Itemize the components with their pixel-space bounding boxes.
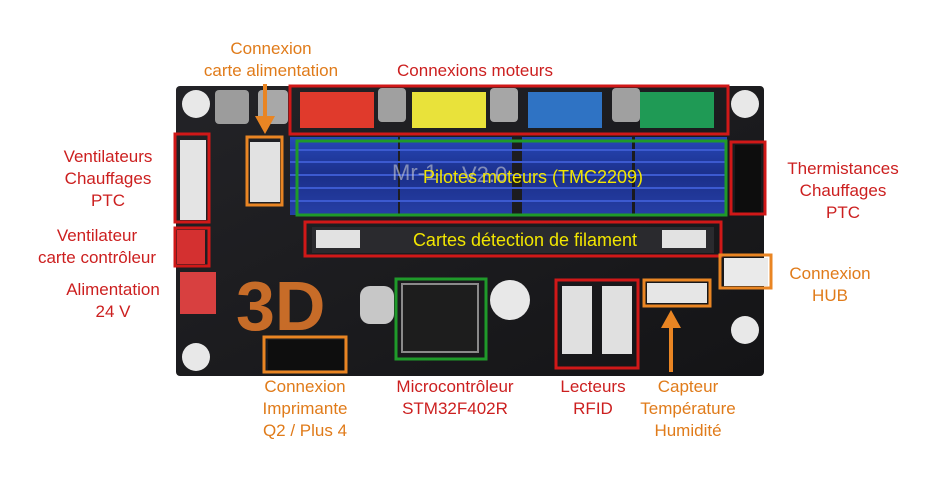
label-hub-line1: Connexion: [789, 264, 871, 283]
box-motor-connections: [288, 84, 730, 136]
label-thermistors-line2: Chauffages: [799, 181, 887, 200]
label-power-board: Connexion carte alimentation: [183, 38, 359, 82]
label-fans-heaters-line3: PTC: [91, 191, 125, 210]
label-controller-fan: Ventilateur carte contrôleur: [18, 225, 176, 269]
label-sensor: Capteur Température Humidité: [624, 376, 752, 442]
motor-connectors: [300, 92, 714, 128]
box-motor-drivers: [295, 139, 728, 217]
motor-connector-1: [300, 92, 374, 128]
label-rfid: Lecteurs RFID: [545, 376, 641, 420]
label-printer-line3: Q2 / Plus 4: [262, 421, 348, 440]
thermistor-header: [735, 145, 761, 213]
label-printer-line1: Connexion: [264, 377, 346, 396]
label-thermistors-line3: PTC: [826, 203, 860, 222]
motor-connector-2: [412, 92, 486, 128]
mcu-chip: [401, 283, 479, 353]
label-power-board-line2: carte alimentation: [203, 61, 339, 80]
label-mcu-line1: Microcontrôleur: [396, 377, 514, 396]
mounting-hole-tr: [731, 90, 759, 118]
label-fans-heaters: Ventilateurs Chauffages PTC: [40, 146, 176, 212]
label-filament: Cartes détection de filament: [412, 230, 638, 250]
box-sensor: [642, 278, 712, 308]
box-rfid: [554, 278, 640, 370]
label-power-supply-line1: Alimentation: [66, 280, 160, 299]
label-motors: Connexions moteurs: [370, 60, 580, 82]
mounting-hole-tl: [182, 90, 210, 118]
label-rfid-line1: Lecteurs: [560, 377, 626, 396]
box-fans-heaters: [173, 132, 211, 224]
silk-mr1: Mr-1: [392, 160, 437, 185]
box-filament: [303, 220, 723, 258]
label-sensor-line1: Capteur: [657, 377, 719, 396]
arrow-sensor: [661, 310, 681, 372]
power-connector: [180, 272, 216, 314]
label-power-supply: Alimentation 24 V: [50, 279, 176, 323]
box-controller-fan: [173, 226, 211, 268]
label-thermistors: Thermistances Chauffages PTC: [768, 158, 918, 224]
crystal: [360, 286, 394, 324]
power-board-connector: [250, 142, 280, 202]
label-hub: Connexion HUB: [775, 263, 885, 307]
label-power-supply-line2: 24 V: [95, 302, 131, 321]
label-sensor-line3: Humidité: [654, 421, 722, 440]
rfid-connector-2: [602, 286, 632, 354]
label-mcu: Microcontrôleur STM32F402R: [372, 376, 538, 420]
label-motors-line1: Connexions moteurs: [397, 61, 553, 80]
motor-connector-4: [640, 92, 714, 128]
rfid-connector-1: [562, 286, 592, 354]
label-printer: Connexion Imprimante Q2 / Plus 4: [240, 376, 370, 442]
fan-heater-connector: [180, 140, 206, 220]
label-thermistors-line1: Thermistances: [787, 159, 899, 178]
controller-fan-connector: [177, 230, 205, 264]
label-fans-heaters-line1: Ventilateurs: [63, 147, 153, 166]
board-logo: 3D: [236, 267, 325, 345]
motor-connector-3: [528, 92, 602, 128]
label-controller-fan-line2: carte contrôleur: [37, 248, 157, 267]
mounting-hole-br: [731, 316, 759, 344]
hub-connector: [724, 258, 768, 286]
sensor-connector: [647, 283, 707, 303]
printer-connector: [268, 340, 344, 370]
center-hole: [490, 280, 530, 320]
box-hub: [718, 253, 773, 290]
box-power-board: [245, 135, 284, 207]
mounting-hole-bl: [182, 343, 210, 371]
driver-heatsinks: [290, 137, 727, 215]
label-fans-heaters-line2: Chauffages: [64, 169, 152, 188]
label-mcu-line2: STM32F402R: [402, 399, 508, 418]
filament-connectors-strip: [312, 227, 714, 253]
label-printer-line2: Imprimante: [262, 399, 348, 418]
label-controller-fan-line1: Ventilateur: [56, 226, 138, 245]
box-mcu: [394, 277, 488, 361]
label-hub-line2: HUB: [812, 286, 848, 305]
label-power-board-line1: Connexion: [230, 39, 312, 58]
label-sensor-line2: Température: [640, 399, 736, 418]
box-printer: [262, 335, 348, 374]
box-thermistors: [729, 140, 767, 216]
label-rfid-line2: RFID: [573, 399, 613, 418]
silk-v20: V2.0: [462, 162, 507, 187]
label-drivers: Pilotes moteurs (TMC2209): [422, 167, 644, 187]
arrow-power-board: [255, 84, 275, 134]
